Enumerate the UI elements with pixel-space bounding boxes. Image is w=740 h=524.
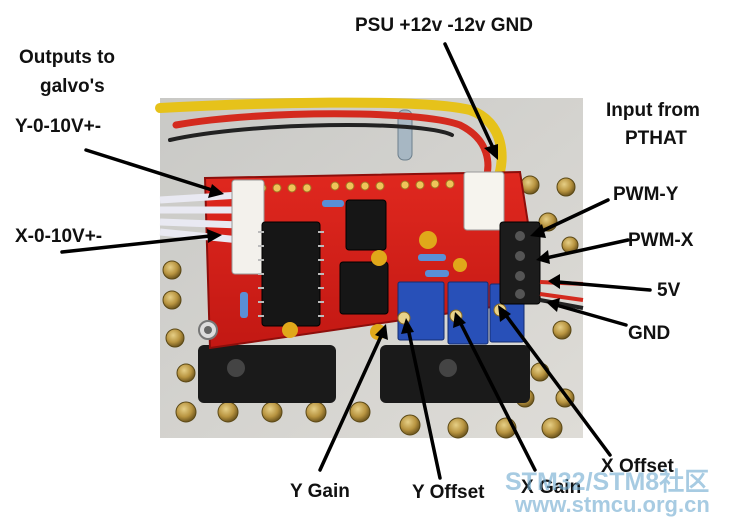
y-gain-label: Y Gain (290, 481, 350, 502)
psu-connector (463, 171, 505, 231)
y-offset-label: Y Offset (412, 482, 485, 503)
gnd-label: GND (628, 323, 671, 344)
psu-label: PSU +12v -12v GND (355, 15, 533, 36)
input-label-line2: PTHAT (625, 128, 687, 149)
x-offset-label: X Offset (601, 456, 674, 477)
outputs-label-line1: Outputs to (19, 47, 116, 68)
output-connector (159, 179, 265, 275)
input-label-line1: Input from (606, 100, 700, 121)
pwm-y-label: PWM-Y (613, 184, 679, 205)
x-output-label: X-0-10V+- (15, 226, 103, 247)
watermark-line2: www.stmcu.org.cn (515, 492, 710, 517)
5v-label: 5V (657, 280, 681, 301)
annotation-arrows (60, 42, 652, 480)
y-output-label: Y-0-10V+- (15, 116, 102, 137)
pwm-x-label: PWM-X (628, 230, 694, 251)
x-gain-label: X Gain (521, 477, 582, 498)
psu-wires (155, 97, 507, 183)
input-terminal-block (499, 221, 541, 305)
outputs-label-line2: galvo's (40, 76, 105, 97)
watermark-line1: STM32/STM8社区 (505, 468, 710, 496)
ic-chips (258, 199, 389, 327)
